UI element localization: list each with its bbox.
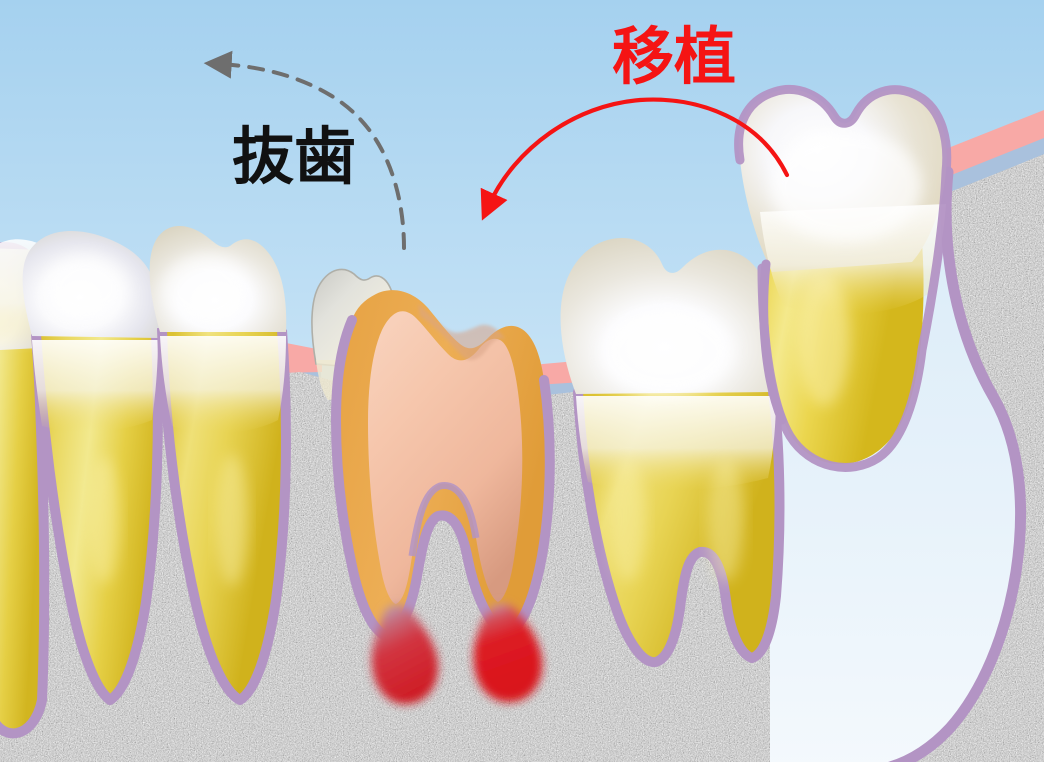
transplant-annotation: 移植 [480, 20, 790, 221]
transplant-label: 移植 [612, 20, 736, 93]
healthy-tooth-left-2 [149, 226, 291, 705]
healthy-tooth-right-1 [560, 238, 785, 668]
extraction-annotation: 抜歯 [203, 50, 406, 250]
donor-tooth-wisdom [734, 85, 952, 472]
extraction-label: 抜歯 [232, 120, 356, 193]
extraction-arrow [203, 50, 406, 250]
healthy-tooth-left-1 [22, 231, 163, 705]
diseased-tooth-to-extract [331, 290, 555, 641]
apical-lesion-left [371, 604, 439, 705]
transplant-arrow [480, 97, 790, 221]
apical-lesion-right [473, 603, 543, 703]
